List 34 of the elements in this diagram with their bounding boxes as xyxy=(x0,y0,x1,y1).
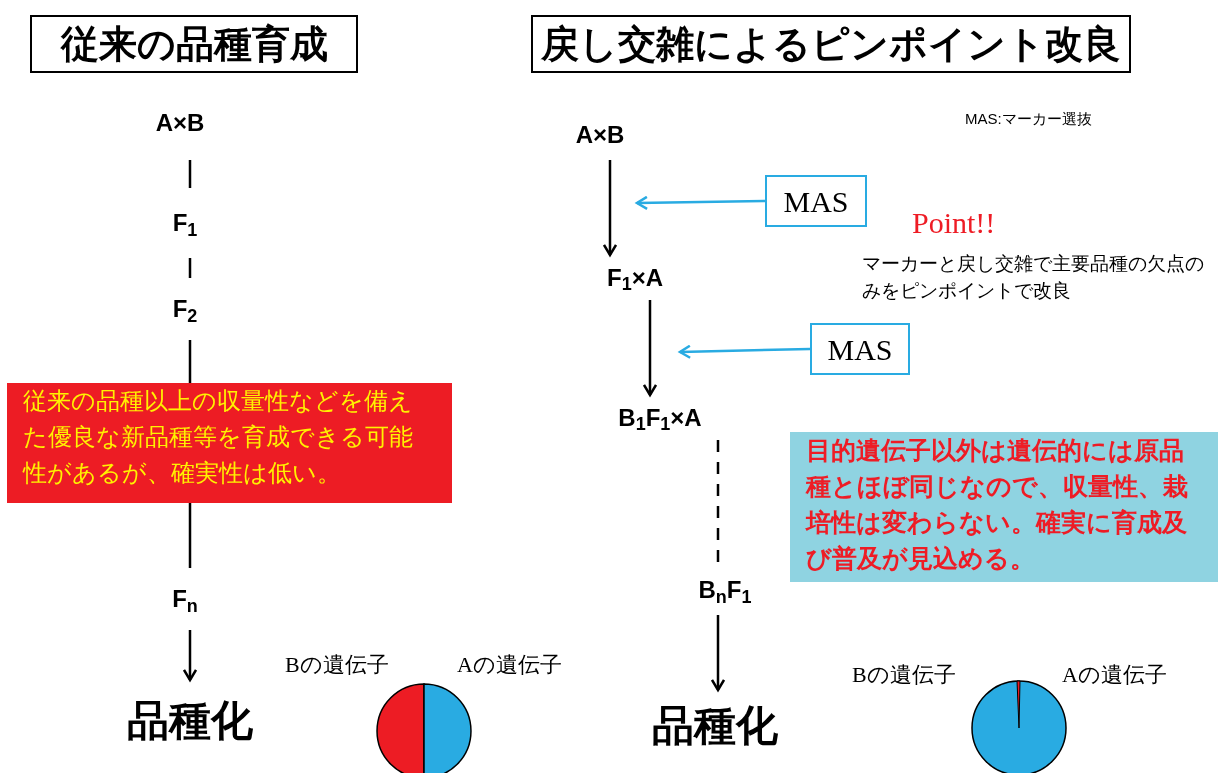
variety-label: 品種化 xyxy=(115,680,265,760)
gene-label: Aの遺伝子 xyxy=(1062,661,1167,689)
generation-label: F$_{n}$ xyxy=(160,568,210,630)
note-box: 目的遺伝子以外は遺伝的には原品種とほぼ同じなので、収量性、栽培性は変わらない。確実に育成及び普及が見込める。 xyxy=(790,432,1218,582)
line xyxy=(188,258,192,278)
generation-label: A×B xyxy=(140,85,220,160)
generation-label: B$_{1}$F$_{1}$×A xyxy=(600,395,720,440)
arrow xyxy=(182,630,198,682)
generation-label: F$_{1}$ xyxy=(160,188,210,258)
gene-label: Aの遺伝子 xyxy=(457,651,562,679)
arrow xyxy=(642,300,658,397)
generation-label: A×B xyxy=(560,110,640,160)
legend-note: MAS:マーカー選抜 xyxy=(965,109,1092,129)
gene-label: Bの遺伝子 xyxy=(852,661,956,689)
line xyxy=(188,160,192,188)
line xyxy=(188,503,192,568)
note-box: 従来の品種以上の収量性などを備えた優良な新品種等を育成できる可能性があるが、確実性は低い。 xyxy=(7,383,452,503)
generation-label: F$_{1}$×A xyxy=(585,255,685,300)
generation-label: B$_{n}$F$_{1}$ xyxy=(690,565,760,615)
gene-label: Bの遺伝子 xyxy=(285,651,389,679)
dashed-line xyxy=(716,440,720,565)
arrow xyxy=(678,344,811,359)
point-label: Point!! xyxy=(912,205,996,241)
arrow xyxy=(635,195,766,211)
point-text: マーカーと戻し交雑で主要品種の欠点のみをピンポイントで改良 xyxy=(862,252,1205,303)
title-box: 従来の品種育成 xyxy=(30,15,358,73)
marker-box: MAS xyxy=(810,323,910,375)
title-box: 戻し交雑によるピンポイント改良 xyxy=(531,15,1131,73)
marker-box: MAS xyxy=(765,175,867,227)
arrow xyxy=(710,615,726,692)
variety-label: 品種化 xyxy=(640,690,790,760)
line xyxy=(188,340,192,383)
generation-label: F$_{2}$ xyxy=(160,278,210,340)
arrow xyxy=(602,160,618,257)
